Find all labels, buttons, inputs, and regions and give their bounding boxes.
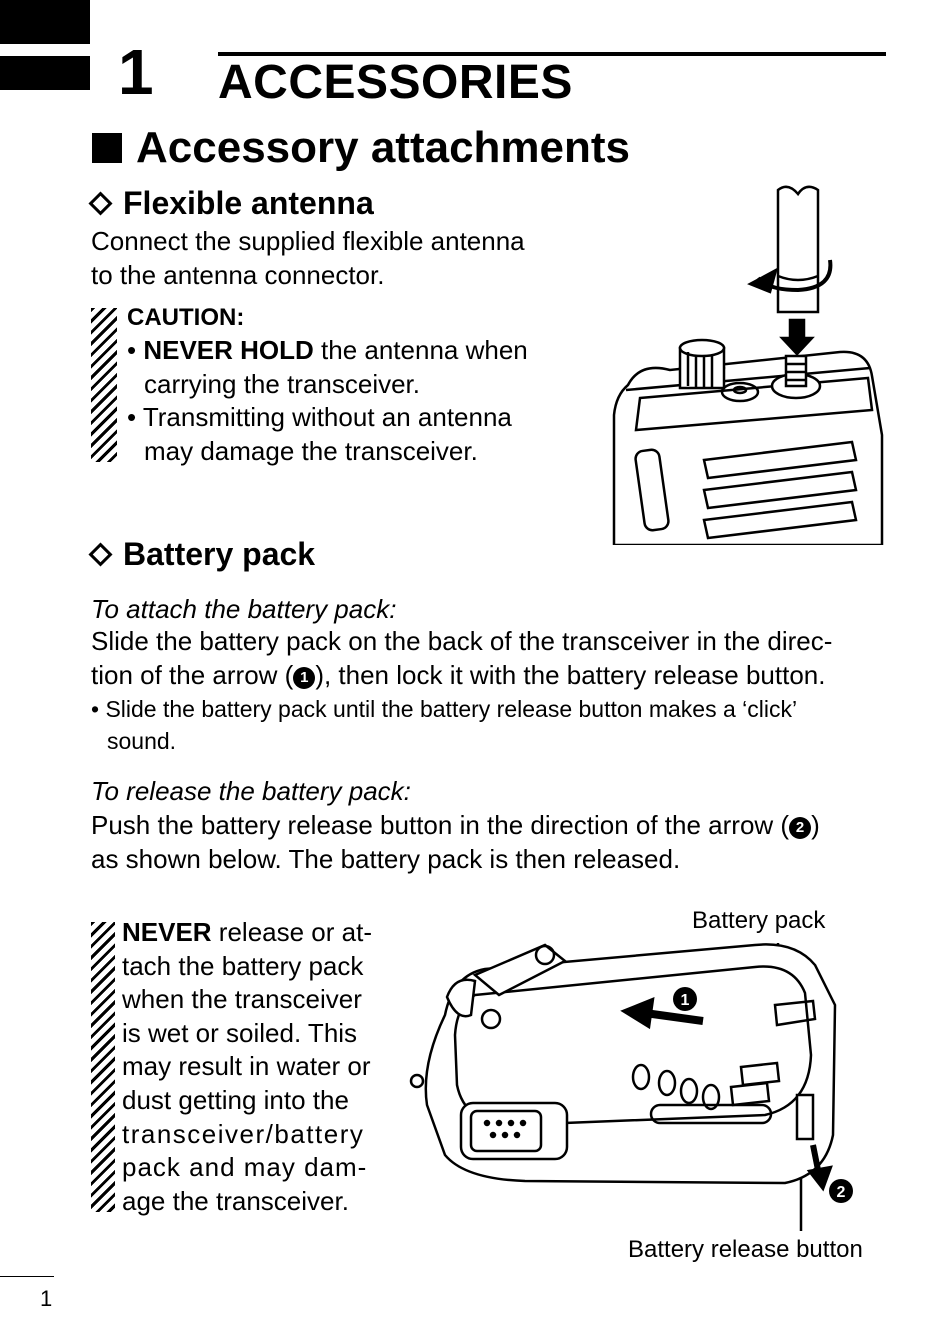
- attach-line2: tion of the arrow (1), then lock it with…: [91, 658, 887, 692]
- caution-item-1-bold: NEVER HOLD: [143, 335, 314, 365]
- antenna-illustration: [612, 185, 884, 545]
- section-title: Accessory attachments: [92, 123, 631, 172]
- figure-marker-1: 1: [681, 992, 690, 1009]
- chapter-rule: [218, 52, 886, 56]
- caution-item-1-line2: carrying the transceiver.: [144, 368, 421, 399]
- antenna-intro-line1: Connect the supplied flexible antenna: [91, 226, 525, 256]
- release-line1-pre: Push the battery release button in the d…: [91, 810, 790, 840]
- warning-line-5: dust getting into the: [122, 1084, 349, 1115]
- battery-heading: Battery pack: [86, 536, 316, 572]
- caution-block: CAUTION: • NEVER HOLD the antenna when c…: [127, 302, 528, 468]
- attach-bullet-text: Slide the battery pack until the battery…: [105, 696, 798, 722]
- attach-bullet-line2: sound.: [107, 728, 177, 754]
- figure-markers: 1 2: [673, 987, 853, 1203]
- footer-rule: [0, 1276, 54, 1277]
- caution-title: CAUTION:: [127, 304, 245, 331]
- warning-hatch-bar: [91, 922, 115, 1212]
- release-line1: Push the battery release button in the d…: [91, 808, 891, 842]
- diamond-icon: [88, 191, 113, 216]
- label-battery-release-button: Battery release button: [628, 1236, 863, 1263]
- attach-line2-post: ), then lock it with the battery release…: [315, 660, 826, 690]
- antenna-intro-line2: to the antenna connector.: [91, 260, 385, 290]
- warning-bold: NEVER: [122, 917, 212, 947]
- label-battery-pack: Battery pack: [692, 907, 826, 934]
- attach-instructions: Slide the battery pack on the back of th…: [91, 624, 887, 692]
- caution-hatch-bar: [91, 308, 117, 462]
- section-title-text: Accessory attachments: [136, 123, 631, 172]
- release-instructions: Push the battery release button in the d…: [91, 808, 891, 876]
- warning-line-2: when the transceiver: [122, 984, 362, 1015]
- arrow-marker-2: 2: [789, 817, 812, 839]
- chapter-tab-top: [0, 0, 90, 44]
- attach-line2-pre: tion of the arrow (: [91, 660, 294, 690]
- warning-line-1: tach the battery pack: [122, 950, 364, 981]
- warning-block: NEVER release or at- tach the battery pa…: [122, 916, 392, 1218]
- page-number: 1: [40, 1286, 53, 1311]
- release-title: To release the battery pack:: [91, 776, 411, 806]
- warning-line-3: is wet or soiled. This: [122, 1017, 358, 1048]
- warning-line-8: age the transceiver.: [122, 1185, 349, 1216]
- battery-heading-text: Battery pack: [123, 536, 316, 572]
- caution-item-2-text: Transmitting without an antenna: [142, 402, 512, 432]
- attach-bullet: • Slide the battery pack until the batte…: [91, 693, 797, 757]
- arrow-marker-1: 1: [293, 667, 316, 689]
- warning-line-7: pack and may dam-: [122, 1152, 368, 1183]
- warning-line-6: transceiver/battery: [122, 1118, 365, 1149]
- caution-item-2: • Transmitting without an antenna: [127, 402, 512, 432]
- caution-item-1: • NEVER HOLD the antenna when: [127, 335, 528, 365]
- warning-line-0-text: release or at-: [211, 917, 372, 947]
- caution-item-2-line2: may damage the transceiver.: [144, 435, 478, 466]
- warning-line-4: may result in water or: [122, 1051, 371, 1082]
- chapter-number: 1: [118, 36, 154, 108]
- antenna-heading: Flexible antenna: [86, 185, 374, 221]
- antenna-intro: Connect the supplied flexible antenna to…: [91, 224, 525, 292]
- antenna-heading-text: Flexible antenna: [123, 185, 374, 221]
- figure-marker-2: 2: [837, 1184, 846, 1201]
- chapter-title: ACCESSORIES: [218, 56, 573, 109]
- attach-title: To attach the battery pack:: [91, 594, 397, 624]
- release-line2: as shown below. The battery pack is then…: [91, 844, 681, 874]
- chapter-tab-bottom: [0, 56, 90, 90]
- battery-illustration: 1 2: [409, 943, 853, 1231]
- attach-bullet-line1: • Slide the battery pack until the batte…: [91, 696, 798, 722]
- release-line1-post: ): [811, 810, 820, 840]
- warning-line-0: NEVER release or at-: [122, 916, 392, 950]
- attach-line1: Slide the battery pack on the back of th…: [91, 626, 833, 656]
- diamond-icon: [88, 542, 113, 567]
- caution-item-1-rest: the antenna when: [313, 335, 528, 365]
- square-bullet-icon: [92, 133, 122, 163]
